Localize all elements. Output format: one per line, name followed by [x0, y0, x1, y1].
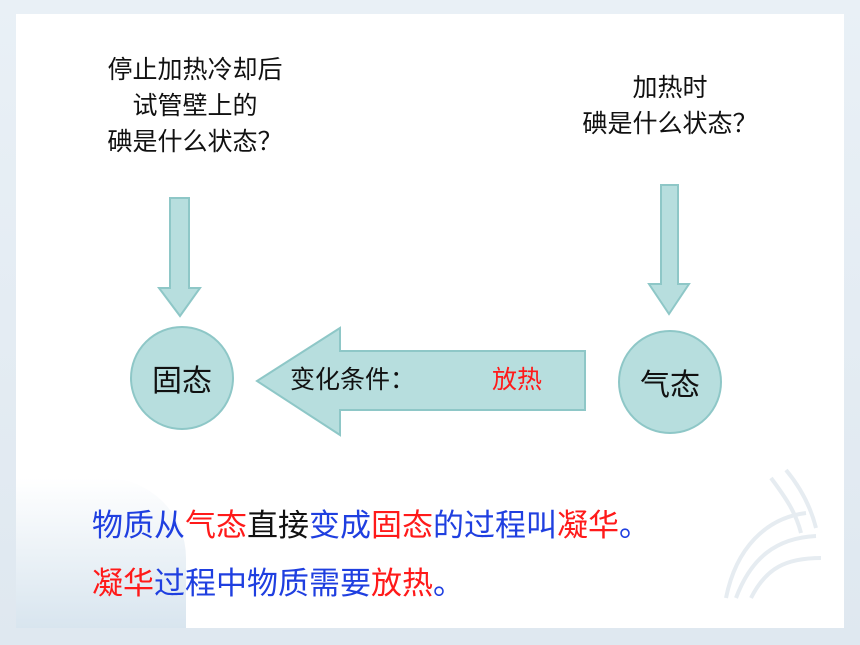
statement2-part: 凝华	[92, 566, 154, 602]
statement1-part: 态	[216, 508, 247, 544]
gas-state-circle: 气态	[618, 330, 722, 434]
statement1-part: 。	[619, 508, 650, 544]
statement1-part: 的过程叫	[433, 508, 557, 544]
statement1-part: 物质从	[92, 508, 185, 544]
right-question-line: 加热时	[632, 73, 708, 102]
left-question: 停止加热冷却后 试管壁上的 碘是什么状态？	[70, 52, 320, 160]
hands-watermark-icon	[724, 468, 822, 599]
statement2-part: 。	[433, 566, 464, 602]
statement-line-1: 物质从气态直接变成固态的过程叫凝华。	[92, 500, 650, 545]
statement1-part: 直接	[247, 508, 309, 544]
condition-value: 放热	[492, 365, 543, 394]
background-hill-decoration	[16, 478, 186, 628]
statement2-part: 放热	[371, 566, 433, 602]
left-question-line: 试管壁上的	[132, 91, 258, 120]
transition-arrow	[255, 326, 586, 437]
statement-line-2: 凝华过程中物质需要放热。	[92, 558, 464, 603]
solid-state-circle: 固态	[130, 326, 234, 430]
gas-state-label: 气态	[640, 368, 700, 403]
statement1-part: 固态	[371, 508, 433, 544]
down-arrow-left	[157, 197, 202, 318]
condition-label: 变化条件：	[290, 365, 416, 394]
statement1-part: 凝华	[557, 508, 619, 544]
statement1-part: 气	[185, 508, 216, 544]
right-question-line: 碘是什么状态？	[582, 109, 758, 138]
left-question-line: 碘是什么状态？	[107, 127, 283, 156]
down-arrow-right	[647, 184, 691, 316]
right-question: 加热时 碘是什么状态？	[550, 70, 790, 142]
left-question-line: 停止加热冷却后	[107, 55, 283, 84]
statement1-part: 变成	[309, 508, 371, 544]
statement2-part: 过程中物质需要	[154, 566, 371, 602]
slide	[16, 14, 844, 628]
solid-state-label: 固态	[152, 364, 212, 399]
